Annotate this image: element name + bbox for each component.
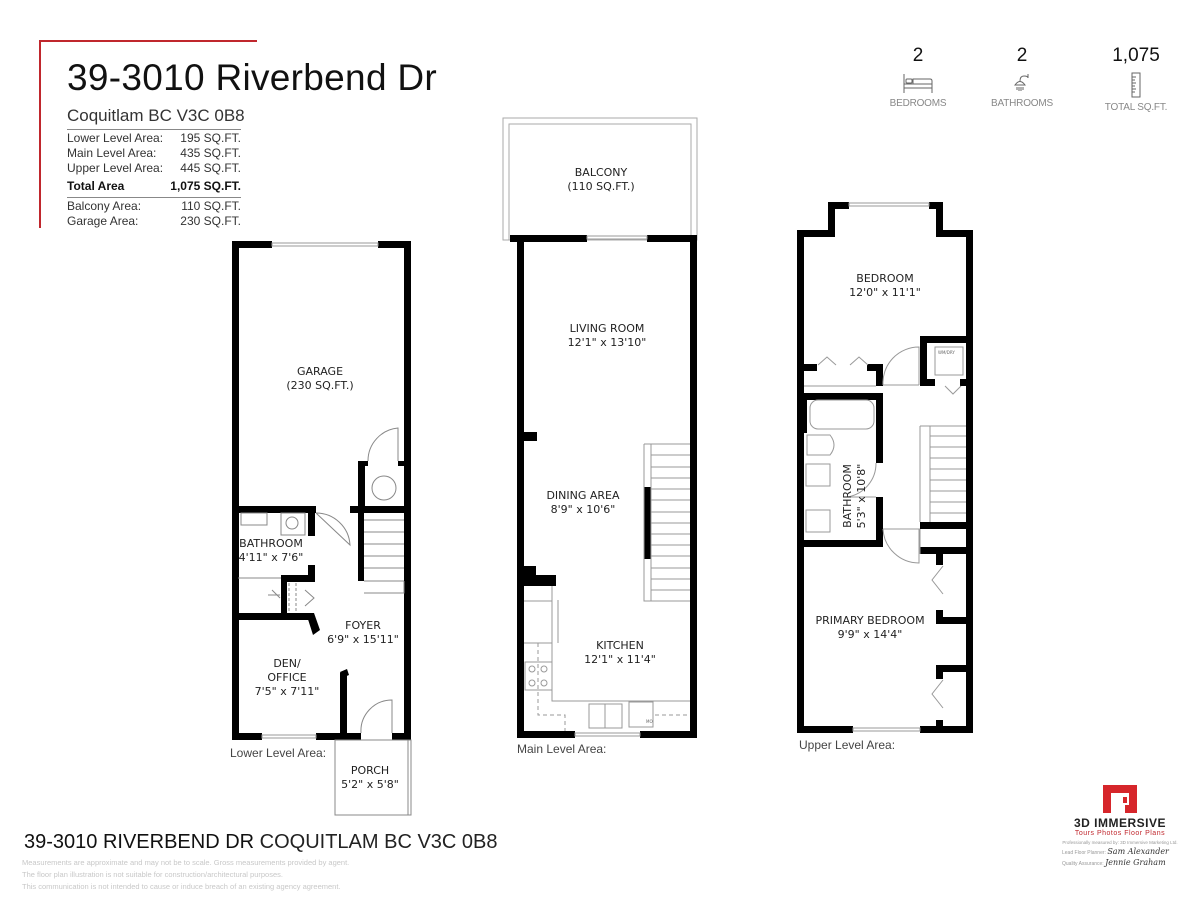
divider xyxy=(67,197,241,198)
level-label-main: Main Level Area: xyxy=(517,742,607,756)
stat-total-sqft: 1,075 TOTAL SQ.FT. xyxy=(1104,45,1168,113)
room-garage: GARAGE(230 SQ.FT.) xyxy=(286,365,354,392)
area-row-lower: Lower Level Area:195 SQ.FT. xyxy=(67,131,241,145)
area-row-garage: Garage Area:230 SQ.FT. xyxy=(67,214,241,228)
svg-text:MO: MO xyxy=(646,719,653,724)
stat-bedrooms: 2 BEDROOMS xyxy=(889,45,947,109)
upper-level-plan: WM/DRY xyxy=(797,202,973,733)
area-row-main: Main Level Area:435 SQ.FT. xyxy=(67,146,241,160)
footer-address: 39-3010 RIVERBEND DR COQUITLAM BC V3C 0B… xyxy=(24,831,498,853)
stat-bathrooms: 2 BATHROOMS xyxy=(991,45,1053,109)
lower-level-plan xyxy=(232,241,412,816)
area-row-upper: Upper Level Area:445 SQ.FT. xyxy=(67,161,241,175)
accent-line-horizontal xyxy=(39,40,257,42)
room-balcony: BALCONY(110 SQ.FT.) xyxy=(567,166,635,193)
ruler-icon xyxy=(1131,72,1141,98)
main-level-plan: MO xyxy=(502,117,698,738)
svg-text:WM/DRY: WM/DRY xyxy=(938,350,955,355)
property-city: Coquitlam BC V3C 0B8 xyxy=(67,106,245,125)
level-label-lower: Lower Level Area: xyxy=(230,746,327,760)
shower-icon xyxy=(1014,74,1029,91)
area-summary-table: Lower Level Area:195 SQ.FT. Main Level A… xyxy=(67,128,241,229)
property-title: 39-3010 Riverbend Dr xyxy=(67,57,438,98)
brand-block: 3D IMMERSIVE Tours Photos Floor Plans Pr… xyxy=(1060,785,1180,869)
accent-line-vertical xyxy=(39,40,41,228)
level-label-upper: Upper Level Area: xyxy=(799,738,896,752)
divider xyxy=(67,129,241,130)
area-row-balcony: Balcony Area:110 SQ.FT. xyxy=(67,199,241,213)
disclaimer: Measurements are approximate and may not… xyxy=(22,858,350,891)
bed-icon xyxy=(903,74,933,93)
3d-immersive-logo-icon xyxy=(1103,785,1137,813)
